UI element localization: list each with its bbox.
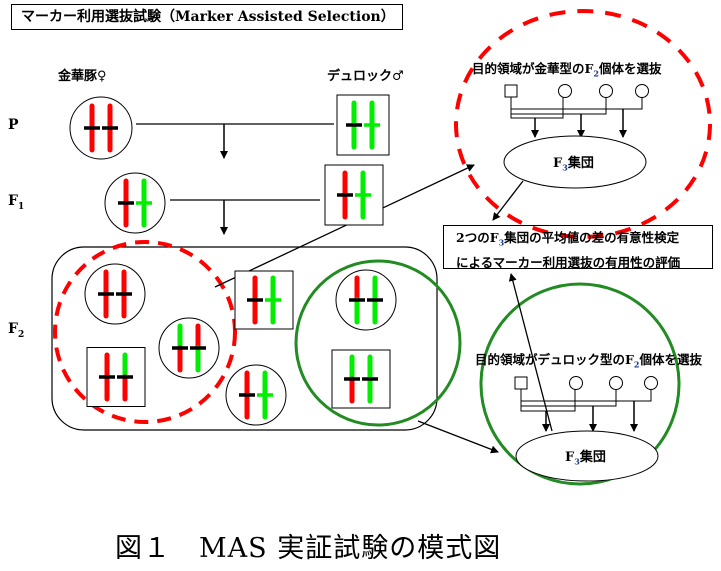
female-symbol: [599, 84, 613, 98]
kinka-f3-to-eval-arrow: [492, 180, 524, 221]
kinka-group-to-selection-arrow: [214, 164, 475, 288]
individual-f2-2: [158, 317, 220, 379]
individual-f2-6: [335, 269, 397, 331]
male-individual-square: [86, 347, 146, 407]
duroc-group-to-selection-arrow: [417, 420, 499, 454]
duroc-f3-population-label: F3集団: [565, 450, 606, 467]
female-symbol: [609, 376, 623, 390]
individual-f1-female: [104, 172, 166, 234]
individual-f1-male: [324, 164, 384, 226]
kinka-female-label: 金華豚♀: [58, 69, 107, 84]
male-individual-square: [331, 349, 391, 409]
female-individual-circle: [225, 364, 287, 426]
female-individual-circle: [158, 317, 220, 379]
figure-caption: 図１ MAS 実証試験の模式図: [115, 533, 502, 564]
female-symbol: [569, 376, 583, 390]
male-symbol: [504, 84, 518, 98]
female-individual-circle: [335, 269, 397, 331]
individual-f2-3: [86, 347, 146, 407]
duroc-f3-population-ellipse: [515, 430, 659, 482]
evaluation-line-2: によるマーカー利用選抜の有用性の評価: [456, 254, 681, 270]
duroc-pedigree: [514, 376, 659, 482]
f2-duroc-group-ellipse: [294, 259, 462, 427]
kinka-f3-population-label: F3集団: [553, 156, 594, 173]
kinka-f3-population-ellipse: [503, 135, 647, 189]
female-individual-circle: [104, 172, 166, 234]
kinka-pedigree: [503, 84, 649, 189]
individual-f2-4: [234, 270, 294, 330]
evaluation-box: 2つのF3集団の平均値の差の有意性検定 によるマーカー利用選抜の有用性の評価: [443, 225, 713, 270]
individual-f2-1: [84, 263, 146, 325]
kinka-selection-circle: [454, 9, 712, 239]
f2-population-box: [51, 246, 438, 431]
generation-f2-label: F2: [8, 321, 25, 340]
male-individual-square: [324, 164, 384, 226]
generation-p-label: P: [8, 117, 19, 133]
female-individual-circle: [84, 263, 146, 325]
diagram-title: マーカー利用選抜試験（Marker Assisted Selection）: [11, 4, 403, 30]
female-individual-circle: [69, 96, 133, 160]
individual-p-male: [336, 94, 390, 156]
individual-p-female: [69, 96, 133, 160]
duroc-f3-to-eval-arrow: [508, 273, 553, 432]
female-symbol: [635, 84, 649, 98]
male-symbol: [514, 376, 528, 390]
female-symbol: [644, 376, 658, 390]
duroc-male-label: デュロック♂: [327, 69, 404, 84]
generation-f1-label: F1: [8, 193, 25, 212]
duroc-selection-circle: [479, 282, 681, 486]
male-individual-square: [234, 270, 294, 330]
evaluation-line-1: 2つのF3集団の平均値の差の有意性検定: [456, 230, 680, 248]
kinka-selection-label: 目的領域が金華型のF2個体を選抜: [472, 61, 662, 79]
individual-f2-7: [331, 349, 391, 409]
female-symbol: [558, 84, 572, 98]
individual-f2-5: [225, 364, 287, 426]
duroc-selection-label: 目的領域がデュロック型のF2個体を選抜: [475, 352, 702, 370]
male-individual-square: [336, 94, 390, 156]
f2-kinka-group-ellipse: [53, 240, 237, 424]
